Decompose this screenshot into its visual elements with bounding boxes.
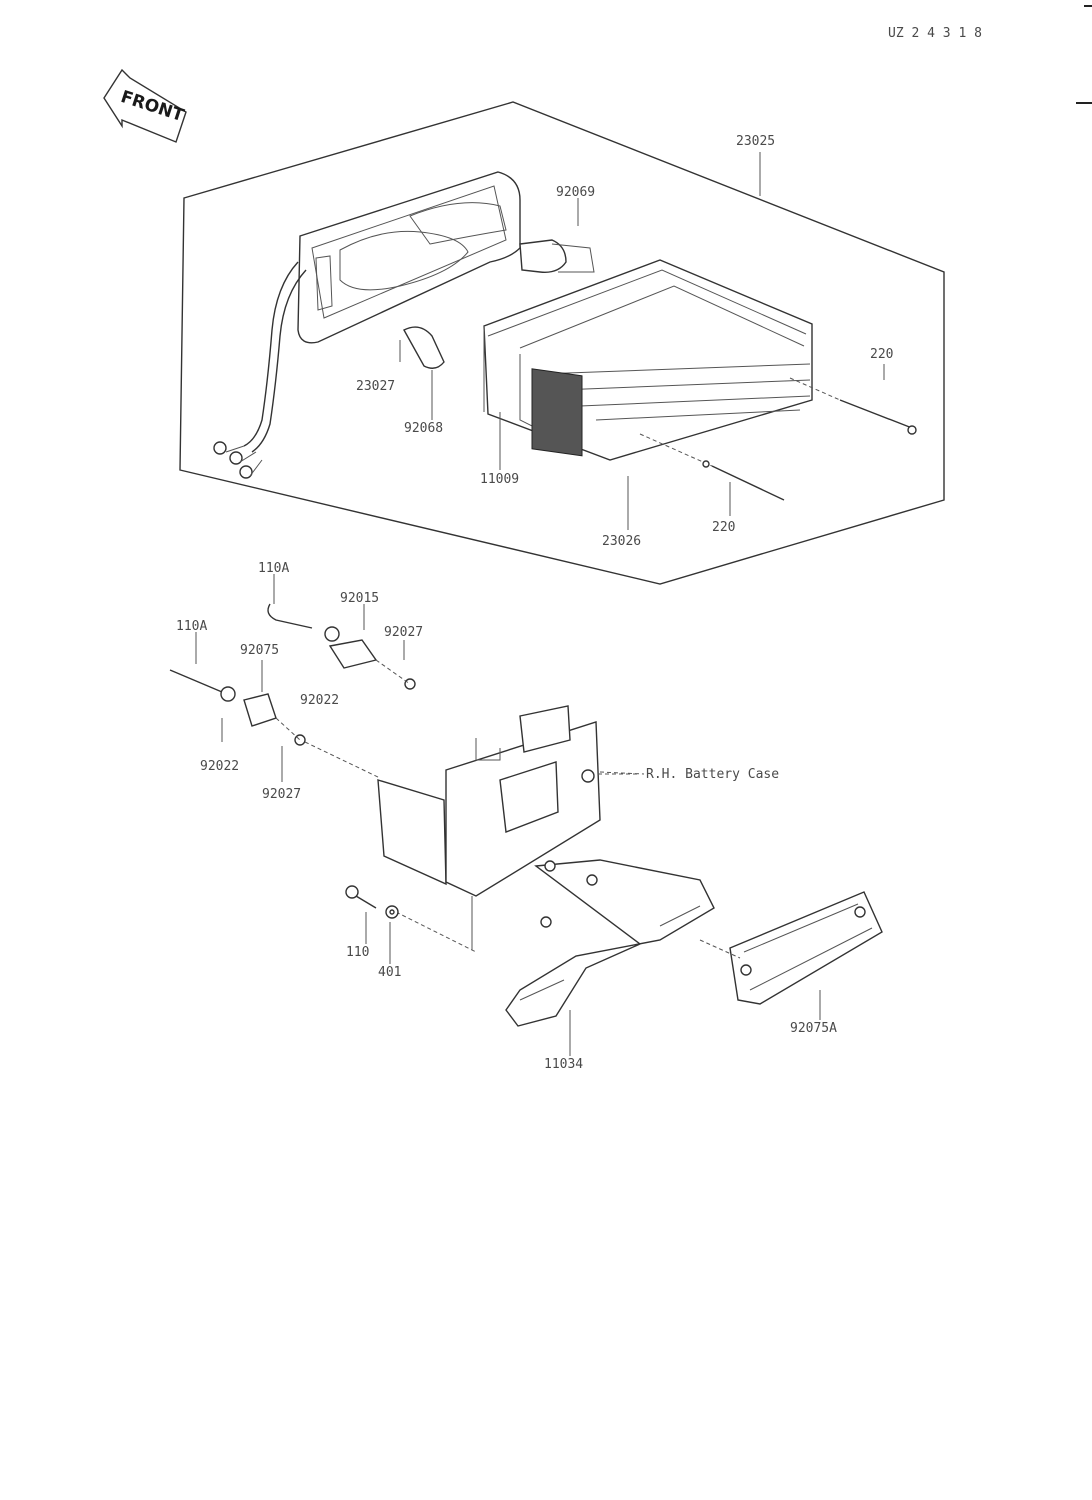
taillight-assembly-outline — [179, 101, 945, 585]
part-label-220: 220 — [870, 347, 893, 362]
part-label-92022: 92022 — [200, 759, 239, 774]
part-label-220: 220 — [712, 520, 735, 535]
bulb-socket — [403, 326, 445, 369]
taillight-lens-housing — [297, 171, 595, 344]
part-label-110A: 110A — [258, 561, 289, 576]
part-label-92027: 92027 — [384, 625, 423, 640]
bolt-110A-left — [169, 669, 381, 779]
part-label-110A: 110A — [176, 619, 207, 634]
part-label-92015: 92015 — [340, 591, 379, 606]
part-label-92022: 92022 — [300, 693, 339, 708]
page-reference: UZ 2 4 3 1 8 — [888, 26, 982, 41]
battery-case-annotation: R.H. Battery Case — [646, 767, 779, 782]
screw-220-right — [789, 377, 917, 435]
nut-401 — [385, 905, 399, 919]
washer-group-upper — [324, 626, 416, 690]
reflector-plate — [699, 891, 883, 1005]
screw-220-bottom — [639, 433, 785, 501]
part-label-11034: 11034 — [544, 1057, 583, 1072]
part-label-401: 401 — [378, 965, 401, 980]
part-label-92075: 92075 — [240, 643, 279, 658]
taillight-body — [483, 259, 813, 461]
part-label-11009: 11009 — [480, 472, 519, 487]
part-label-23027: 23027 — [356, 379, 395, 394]
license-bracket — [377, 705, 715, 1027]
bolt-110A-top — [267, 603, 313, 629]
part-label-92069: 92069 — [556, 185, 595, 200]
part-label-92075A: 92075A — [790, 1021, 837, 1036]
wire-harness — [213, 261, 307, 479]
part-label-23025: 23025 — [736, 134, 775, 149]
front-arrow-icon: FRONT — [103, 68, 187, 143]
part-label-23026: 23026 — [602, 534, 641, 549]
bolt-110 — [345, 885, 377, 909]
part-label-92068: 92068 — [404, 421, 443, 436]
front-label: FRONT — [118, 87, 186, 126]
part-label-92027: 92027 — [262, 787, 301, 802]
part-label-110: 110 — [346, 945, 369, 960]
